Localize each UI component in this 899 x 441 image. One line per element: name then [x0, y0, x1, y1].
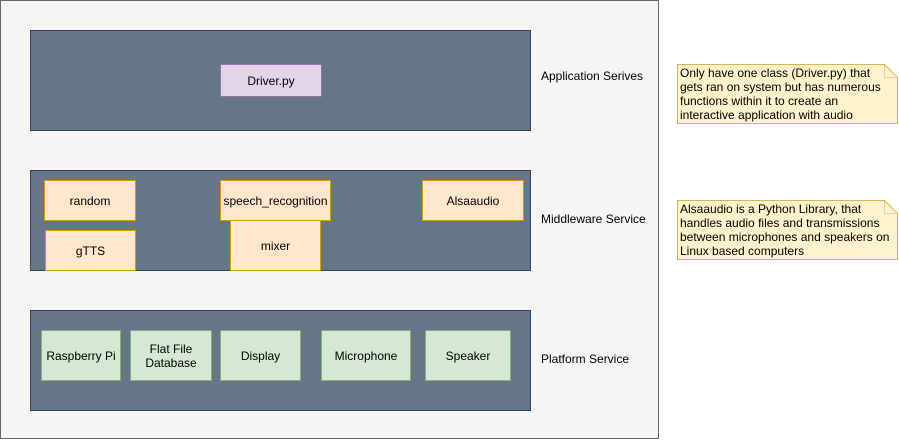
mixer-box[interactable]: mixer: [230, 220, 321, 271]
microphone-box[interactable]: Microphone: [321, 330, 411, 381]
raspberry-pi-box[interactable]: Raspberry Pi: [41, 330, 121, 381]
platform-layer-label: Platform Service: [541, 352, 630, 366]
driver-note: Only have one class (Driver.py) that get…: [677, 64, 898, 124]
display-box[interactable]: Display: [220, 330, 301, 381]
random-box[interactable]: random: [44, 180, 136, 221]
application-layer-label: Application Serives: [541, 69, 644, 83]
alsaaudio-note-text: Alsaaudio is a Python Library, that hand…: [680, 202, 890, 258]
alsaaudio-box[interactable]: Alsaaudio: [422, 180, 524, 221]
speech-recognition-box[interactable]: speech_recognition: [220, 180, 331, 221]
driver-note-text: Only have one class (Driver.py) that get…: [680, 66, 881, 122]
driver-box[interactable]: Driver.py: [220, 64, 322, 97]
note-fold-icon: [884, 200, 898, 214]
gtts-box[interactable]: gTTS: [45, 230, 136, 271]
flat-file-database-box[interactable]: Flat File Database: [130, 330, 212, 381]
note-fold-icon: [884, 64, 898, 78]
alsaaudio-note: Alsaaudio is a Python Library, that hand…: [677, 200, 898, 260]
speaker-box[interactable]: Speaker: [425, 330, 511, 381]
middleware-layer-label: Middleware Service: [541, 212, 646, 226]
